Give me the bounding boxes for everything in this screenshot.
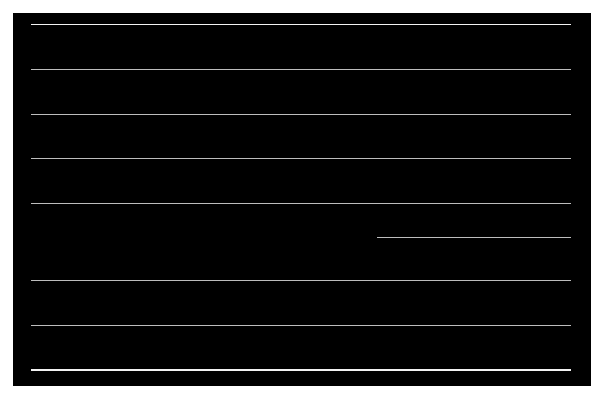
horizontal-rule-8 [31,369,571,371]
horizontal-rule-6 [31,280,571,281]
horizontal-rule-short [377,237,571,238]
horizontal-rule-3 [31,114,571,115]
horizontal-rule-1 [31,24,571,25]
horizontal-rule-7 [31,325,571,326]
horizontal-rule-2 [31,69,571,70]
black-display-panel [13,13,591,386]
horizontal-rule-5 [31,203,571,204]
horizontal-rule-4 [31,158,571,159]
